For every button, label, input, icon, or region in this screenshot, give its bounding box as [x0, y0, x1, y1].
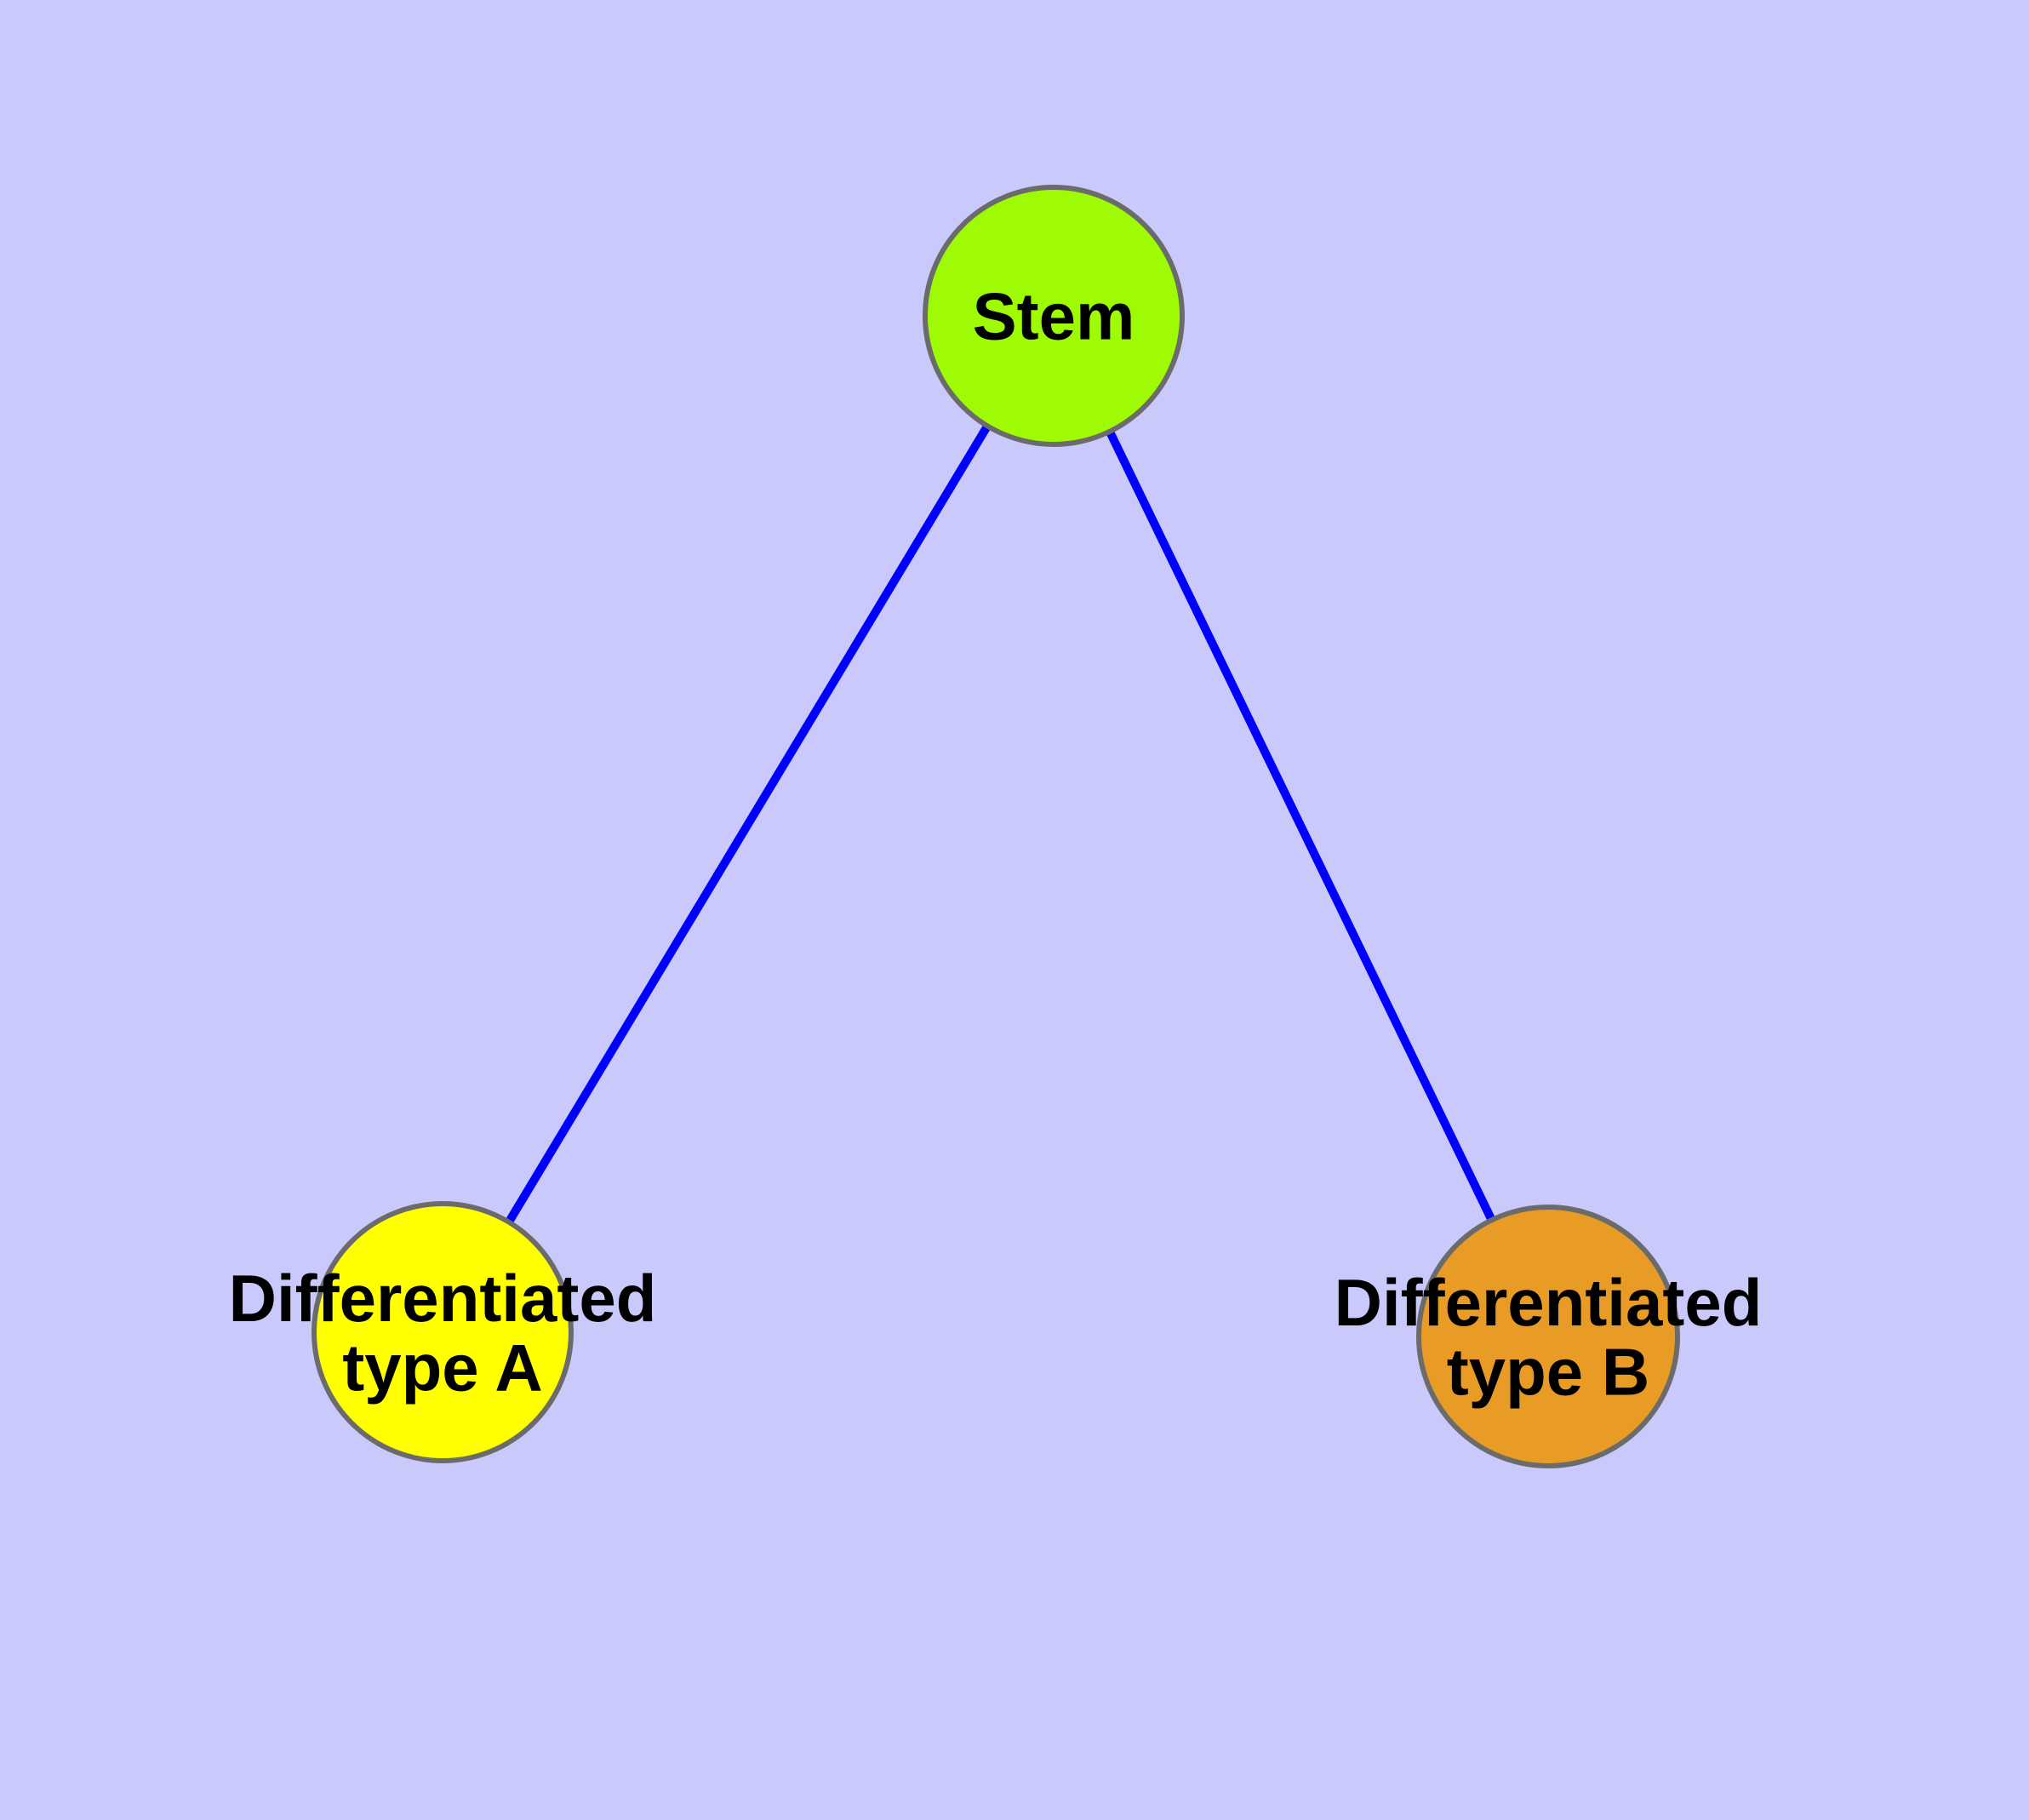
nodes-layer [311, 185, 1680, 1468]
graph-edge-stem-to-diff_a[interactable] [504, 422, 992, 1226]
graph-node-diff_b[interactable] [1416, 1205, 1680, 1468]
graph-node-label-line: type A [342, 1330, 543, 1405]
graph-node-stem[interactable] [923, 185, 1185, 447]
graph-edge-stem-to-diff_b[interactable] [1105, 427, 1497, 1224]
graph-node-label-line: type B [1447, 1334, 1649, 1409]
graph-node-label-line: Stem [973, 279, 1135, 354]
graph-node-label-line: Differentiated [1335, 1265, 1763, 1340]
graph-node-label-stem: Stem [973, 279, 1135, 354]
graph-node-label-line: Differentiated [229, 1261, 657, 1336]
edges-layer [504, 422, 1497, 1226]
graph-node-diff_a[interactable] [311, 1201, 574, 1463]
